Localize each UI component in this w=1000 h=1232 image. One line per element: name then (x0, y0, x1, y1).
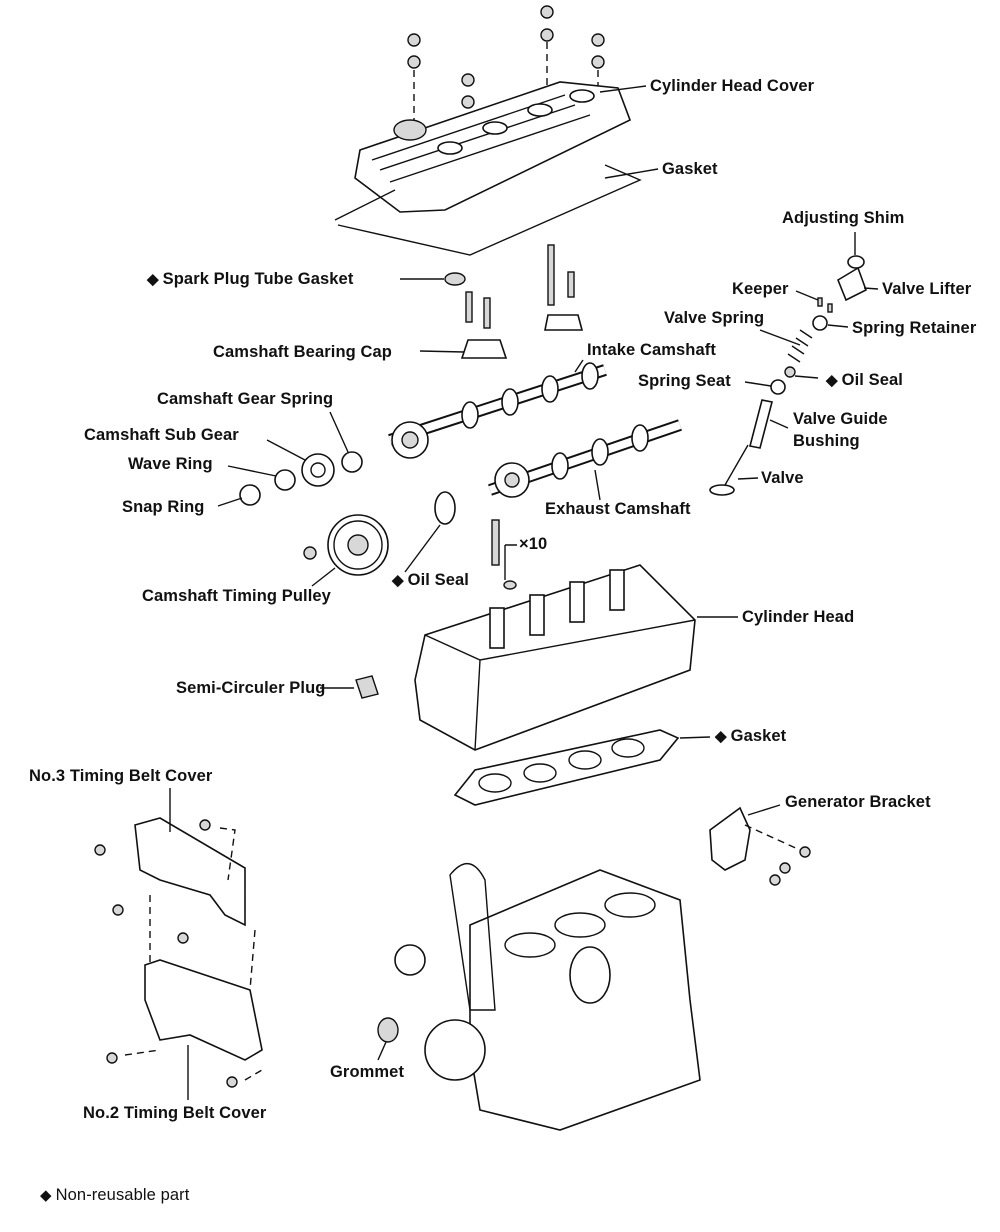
label-camshaft-timing-pulley: Camshaft Timing Pulley (142, 587, 331, 605)
exhaust-camshaft-part (488, 419, 682, 498)
non-reusable-marker-icon: ◆ (826, 372, 838, 389)
label-oil-seal-camshaft: ◆Oil Seal (392, 570, 469, 591)
label-no3-timing-belt-cover: No.3 Timing Belt Cover (29, 767, 213, 785)
label-valve-spring: Valve Spring (664, 309, 765, 327)
label-valve: Valve (761, 469, 804, 487)
label-camshaft-sub-gear: Camshaft Sub Gear (84, 426, 239, 444)
grommet-part (377, 1017, 399, 1043)
label-intake-camshaft: Intake Camshaft (587, 341, 716, 359)
valve-train-parts (709, 255, 867, 496)
label-valve-guide-bushing-1: Valve Guide (793, 410, 888, 428)
label-snap-ring: Snap Ring (122, 498, 205, 516)
label-camshaft-bearing-cap: Camshaft Bearing Cap (213, 343, 392, 361)
cylinder-head-part (414, 564, 696, 751)
label-oil-seal-valve: ◆Oil Seal (826, 370, 903, 391)
non-reusable-marker-icon: ◆ (147, 271, 159, 288)
semi-circuler-plug-part (355, 675, 379, 699)
legend-non-reusable: ◆Non-reusable part (40, 1185, 189, 1206)
label-gasket-cover: Gasket (662, 160, 718, 178)
label-text: Spark Plug Tube Gasket (162, 270, 354, 288)
label-spark-plug-tube-gasket: ◆Spark Plug Tube Gasket (147, 269, 353, 290)
generator-bracket-part (709, 806, 811, 886)
label-exhaust-camshaft: Exhaust Camshaft (545, 500, 691, 518)
label-text: Gasket (730, 727, 787, 745)
spark-plug-tube-gasket-part (444, 272, 466, 286)
label-gasket-head: ◆Gasket (715, 726, 786, 747)
label-keeper: Keeper (732, 280, 789, 298)
non-reusable-marker-icon: ◆ (40, 1187, 52, 1204)
label-adjusting-shim: Adjusting Shim (782, 209, 905, 227)
label-text: Oil Seal (841, 371, 903, 389)
label-valve-lifter: Valve Lifter (882, 280, 972, 298)
label-wave-ring: Wave Ring (128, 455, 213, 473)
head-gasket-part (453, 729, 680, 806)
intake-camshaft-part (388, 362, 607, 459)
label-cylinder-head-cover: Cylinder Head Cover (650, 77, 815, 95)
label-bolt-count: ×10 (519, 535, 548, 553)
label-generator-bracket: Generator Bracket (785, 793, 931, 811)
camshaft-gear-parts (239, 451, 456, 576)
label-grommet: Grommet (330, 1063, 405, 1081)
label-cylinder-head: Cylinder Head (742, 608, 855, 626)
cylinder-head-cover-part (354, 81, 632, 213)
label-spring-retainer: Spring Retainer (852, 319, 977, 337)
no3-timing-belt-cover-part (94, 817, 256, 991)
label-no2-timing-belt-cover: No.2 Timing Belt Cover (83, 1104, 267, 1122)
non-reusable-marker-icon: ◆ (715, 728, 727, 745)
legend-text: Non-reusable part (55, 1186, 190, 1204)
label-text: Oil Seal (407, 571, 469, 589)
label-camshaft-gear-spring: Camshaft Gear Spring (157, 390, 334, 408)
engine-block-part (377, 863, 701, 1131)
cover-gasket-part (334, 164, 642, 256)
label-semi-circuler-plug: Semi-Circuler Plug (176, 679, 326, 697)
non-reusable-marker-icon: ◆ (392, 572, 404, 589)
bearing-cap-part (460, 244, 584, 359)
no2-timing-belt-cover-part (106, 959, 263, 1088)
label-valve-guide-bushing-2: Bushing (793, 432, 860, 450)
leader-lines (169, 85, 879, 1100)
head-bolt-part (491, 519, 517, 590)
label-spring-seat: Spring Seat (638, 372, 731, 390)
